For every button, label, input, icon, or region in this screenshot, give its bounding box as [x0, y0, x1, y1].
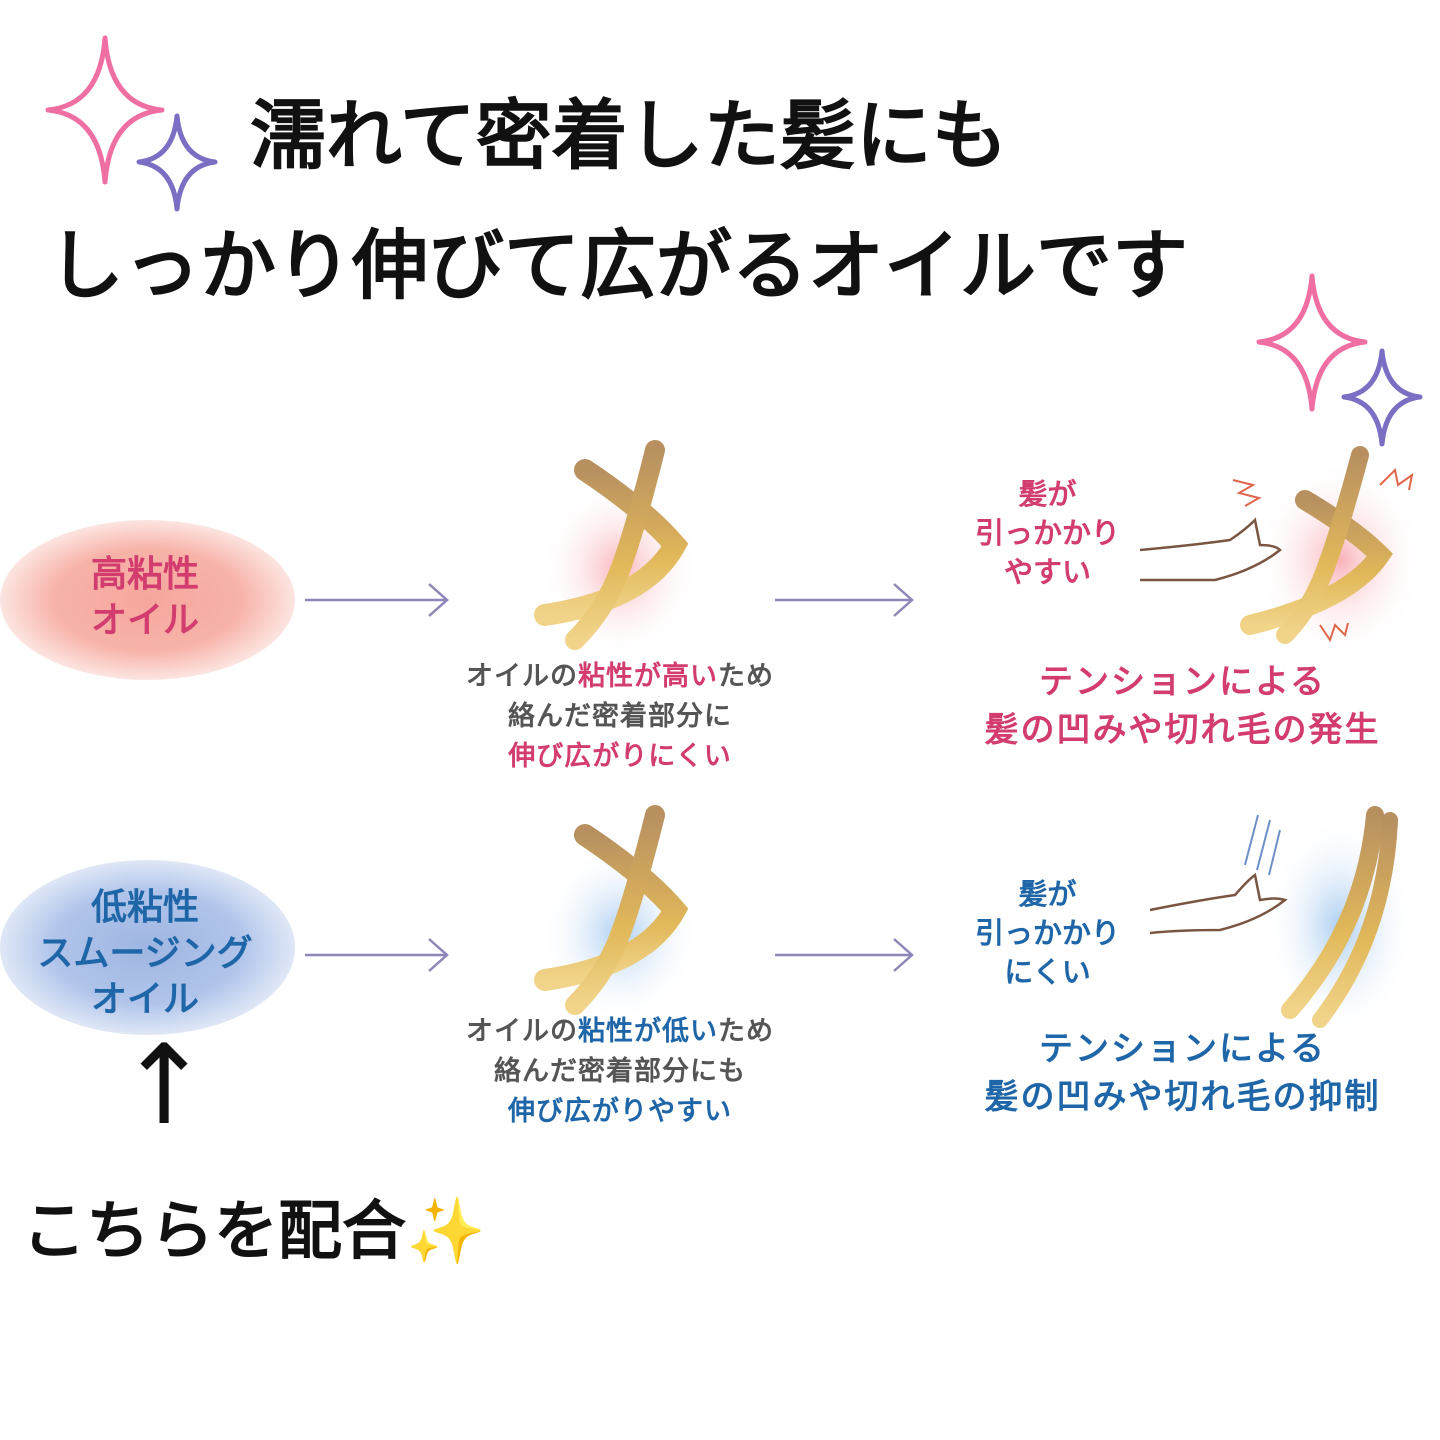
arrow-right-icon — [775, 938, 914, 972]
footer-text: こちらを配合✨ — [22, 1195, 486, 1269]
sparkle-purple-topleft-icon — [136, 113, 218, 212]
high-hand-label: 髪が 引っかかり やすい — [974, 477, 1120, 589]
low-viscosity-label: 低粘性 スムージング オイル — [37, 887, 253, 1020]
arrow-right-icon — [305, 583, 449, 617]
low-caption: オイルの粘性が低いため 絡んだ密着部分にも 伸び広がりやすい — [466, 1016, 774, 1127]
heading-line-1: 濡れて密着した髪にも — [250, 91, 1008, 180]
sparkle-pink-topleft-icon — [45, 35, 165, 185]
heading-line-2: しっかり伸びて広がるオイルです — [48, 221, 1188, 310]
arrow-right-icon — [305, 938, 449, 972]
hand-smooth-hair-low-illustration — [1149, 805, 1415, 1028]
high-viscosity-label: 高粘性 オイル — [90, 554, 199, 641]
low-viscosity-blob — [0, 860, 295, 1035]
sparkles-emoji-icon: ✨ — [406, 1195, 486, 1269]
high-viscosity-blob — [0, 520, 295, 680]
hand-pulling-hair-high-illustration — [1139, 446, 1425, 650]
hair-strand-low-illustration — [534, 805, 700, 1015]
low-hand-label: 髪が 引っかかり にくい — [974, 877, 1120, 989]
sparkle-purple-right-icon — [1341, 348, 1423, 447]
low-result: テンションによる 髪の凹みや切れ毛の抑制 — [984, 1029, 1381, 1117]
high-caption: オイルの粘性が高いため 絡んだ密着部分に 伸び広がりにくい — [466, 661, 774, 772]
arrow-right-icon — [775, 583, 914, 617]
hair-strand-high-illustration — [534, 440, 700, 650]
sparkle-pink-right-icon — [1256, 273, 1368, 412]
up-arrow-icon: ↑ — [118, 1021, 211, 1149]
high-result: テンションによる 髪の凹みや切れ毛の発生 — [984, 662, 1381, 750]
